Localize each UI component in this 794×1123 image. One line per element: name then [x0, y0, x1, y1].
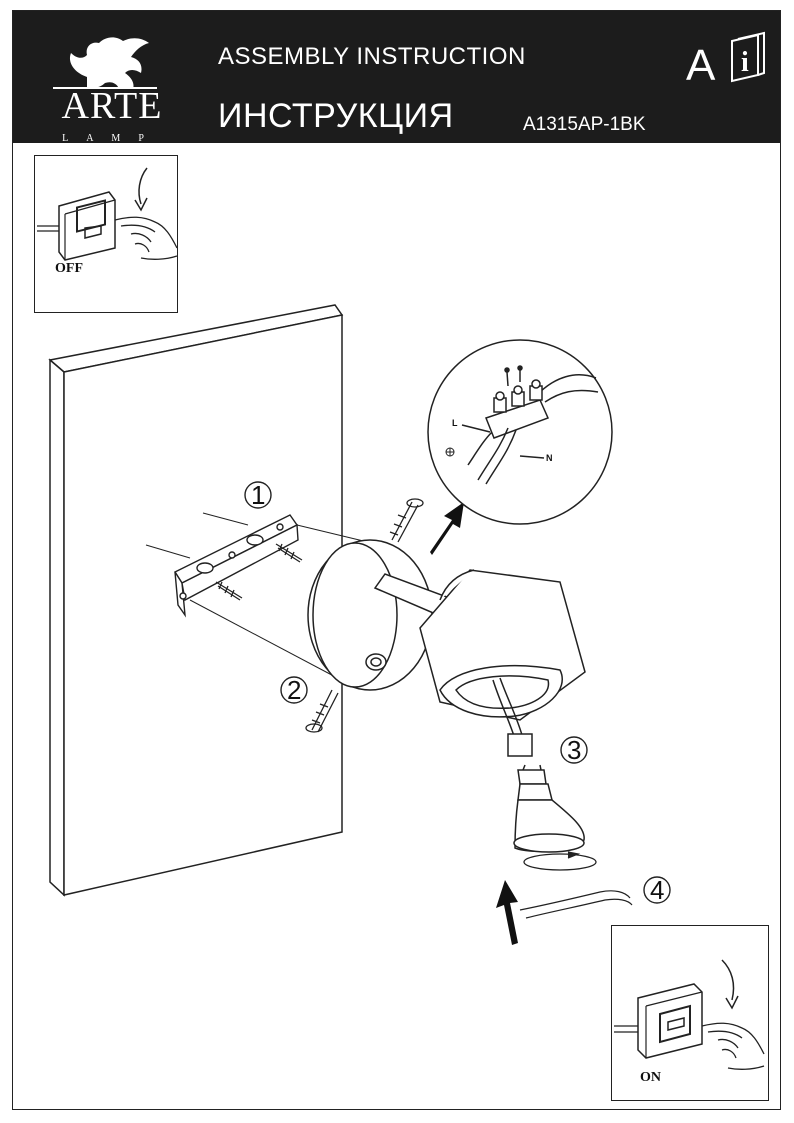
wire-neutral-label: N — [546, 453, 553, 463]
page-frame — [12, 10, 781, 1110]
wall-panel — [48, 304, 344, 897]
brand-subtitle: LAMP — [62, 133, 162, 144]
step-2-label: 2 — [287, 675, 302, 705]
mounting-bracket — [173, 514, 299, 618]
switch-on-label: ON — [640, 1070, 661, 1085]
switch-off-label: OFF — [55, 261, 83, 276]
step-4-circle — [643, 876, 671, 904]
up-arrow-icon — [430, 502, 464, 555]
insert-arrow-icon — [496, 880, 518, 945]
step-1-label: 1 — [251, 480, 266, 510]
rotate-arrow-icon — [523, 851, 597, 871]
griffin-logo-icon — [53, 37, 157, 89]
step-1-circle — [244, 481, 272, 509]
step-3-label: 3 — [567, 735, 582, 765]
wire-live-label: L — [452, 418, 458, 428]
switch-on-panel: ON — [611, 925, 769, 1101]
wiring-detail — [427, 339, 613, 525]
lower-screw — [305, 689, 339, 733]
model-number: A1315AP-1BK — [523, 114, 646, 135]
info-glyph: i — [741, 47, 749, 78]
info-book-icon: i — [731, 31, 765, 83]
step-4-label: 4 — [650, 875, 665, 905]
step-3-circle — [560, 736, 588, 764]
bulb-cable — [492, 677, 533, 757]
title-russian: ИНСТРУКЦИЯ — [218, 97, 454, 135]
header-bar: ARTE LAMP ASSEMBLY INSTRUCTION ИНСТРУКЦИ… — [13, 11, 780, 144]
language-letter: A — [686, 41, 716, 90]
lamp-canopy — [307, 539, 433, 691]
canopy-screw — [389, 498, 424, 543]
lamp-head — [419, 569, 586, 721]
title-english: ASSEMBLY INSTRUCTION — [218, 43, 526, 70]
hand-pressing-icon — [114, 216, 178, 260]
brand-name: ARTE — [61, 85, 163, 127]
switch-off-panel: OFF — [34, 155, 178, 313]
gu10-bulb — [513, 764, 585, 853]
bracket-screws — [215, 543, 303, 601]
step-2-circle — [280, 676, 308, 704]
wall-switch-icon — [614, 959, 739, 1059]
ground-symbol-icon — [445, 447, 455, 457]
wall-switch-icon — [37, 167, 148, 261]
hand-pressing-icon — [701, 1022, 765, 1070]
glass-lens — [519, 890, 633, 919]
